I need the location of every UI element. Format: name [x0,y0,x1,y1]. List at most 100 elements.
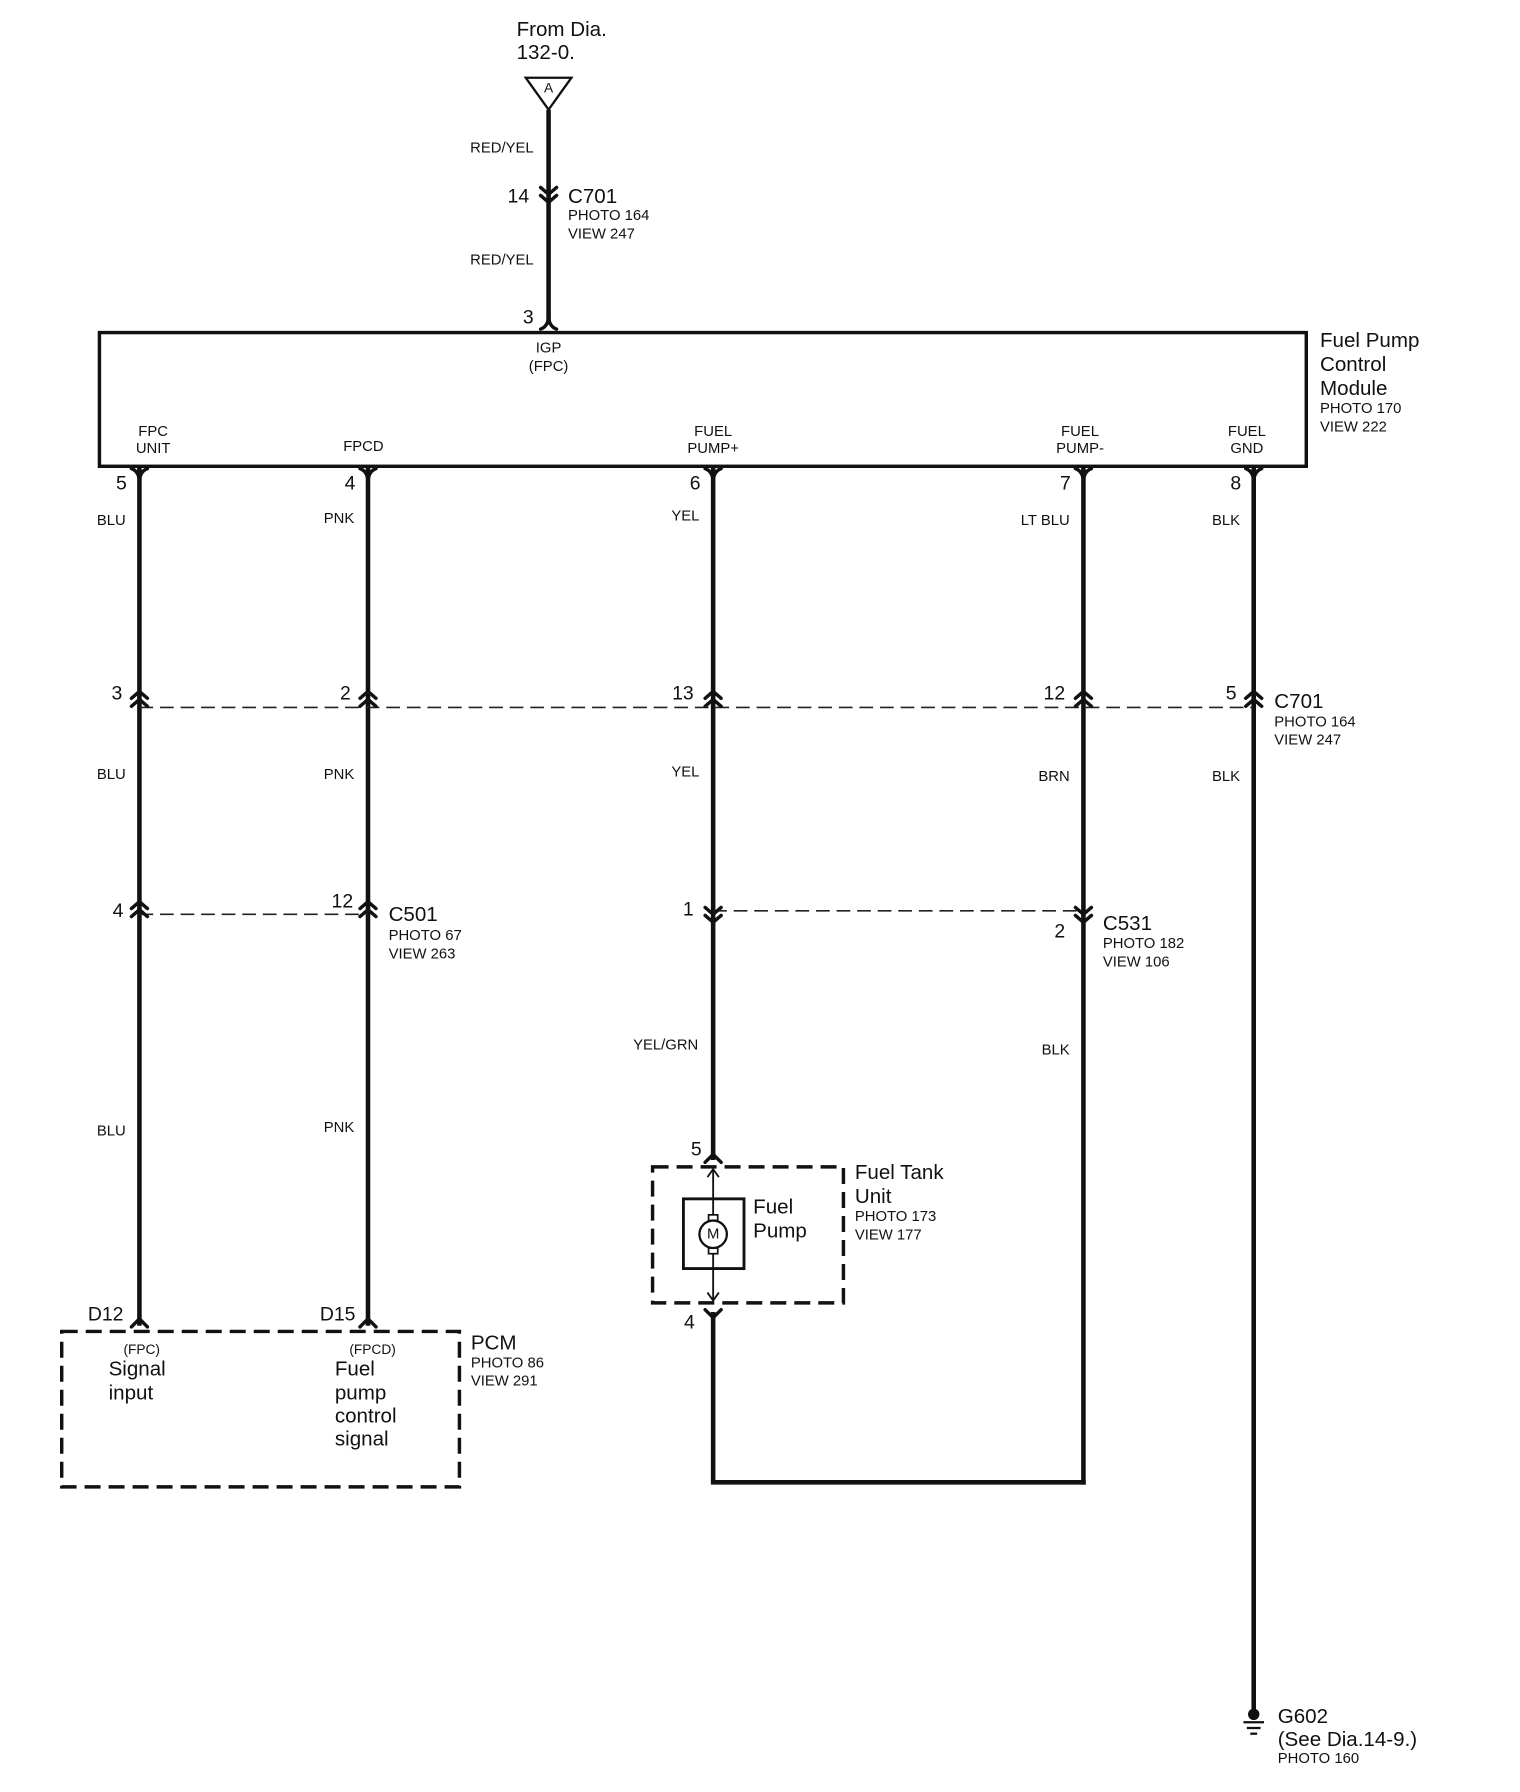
pcm-view: VIEW 291 [471,1374,538,1390]
terminal-label-fuel-gnd-2: GND [1230,441,1263,457]
terminal-label-fpcd: FPCD [343,439,384,455]
c501-photo: PHOTO 67 [389,928,462,944]
module-input-label: IGP [536,341,562,357]
fuel-tank-unit-name-2: Unit [855,1185,892,1208]
c701-name: C701 [1274,690,1323,713]
c701-pin-fpcd: 2 [340,683,351,705]
wire-color-upper-gnd: BLK [1212,513,1240,529]
fuel-tank-pin-out: 4 [684,1311,695,1333]
c701-pin-pump-minus: 12 [1044,683,1066,705]
pcm-photo: PHOTO 86 [471,1355,544,1371]
terminal-label-fpc-unit-2: UNIT [136,441,171,457]
wire-color-lower-pump-minus: BLK [1042,1042,1070,1058]
c531-name: C531 [1103,912,1152,935]
wire-color-upper-pump-minus: LT BLU [1021,513,1070,529]
fuel-tank-unit-box [650,1165,846,1305]
module-view: VIEW 222 [1320,419,1387,435]
module-pin-fuel-gnd: 8 [1230,472,1241,494]
terminal-label-fuel-pump-plus-2: PUMP+ [687,441,739,457]
terminal-label-fpc-unit-1: FPC [138,424,168,440]
module-input-pin: 3 [523,307,534,329]
pcm-pin-d12: D12 [88,1303,124,1325]
feed-connector-photo: PHOTO 164 [568,208,649,224]
c531-pin-pump-plus: 1 [683,899,694,921]
fuel-pump-label-2: Pump [753,1219,807,1242]
c531-pin-pump-minus: 2 [1054,920,1065,942]
fuel-tank-unit-name-1: Fuel Tank [855,1161,944,1184]
c531-photo: PHOTO 182 [1103,936,1184,952]
feed-connector-name: C701 [568,185,617,208]
terminal-label-fuel-pump-plus-1: FUEL [694,424,732,440]
ground-icon [1243,1708,1264,1735]
ground-ref: (See Dia.14-9.) [1278,1728,1417,1751]
wire-color-middle-pump-plus: YEL [671,765,699,781]
c531-view: VIEW 106 [1103,954,1170,970]
c501-name: C501 [389,903,438,926]
module-name-line1: Fuel Pump [1320,329,1419,352]
wire-color-upper-fpcd: PNK [324,511,355,527]
module-name-line3: Module [1320,377,1387,400]
c501-view: VIEW 263 [389,946,456,962]
feed-connector-pin: 14 [508,186,530,208]
source-ref-line2: 132-0. [517,41,575,64]
c501-pin-fpcd: 12 [332,891,354,913]
terminal-label-fuel-gnd-1: FUEL [1228,424,1266,440]
fuel-pump-control-module-box [97,330,1308,468]
module-pin-fuel-pump-plus: 6 [690,472,701,494]
fuel-tank-internal-arrow-bottom [706,1292,720,1303]
pcm-terminal-code-fpc: (FPC) [123,1342,160,1357]
wire-color-middle-fpc: BLU [97,767,126,783]
pcm-terminal-desc-fpc-2: input [109,1382,154,1405]
source-connector-letter: A [544,81,554,96]
wire-fuel-pump-return [710,1312,1086,1485]
pcm-terminal-desc-fpc-1: Signal [109,1358,166,1381]
wire-color-lower-fpc: BLU [97,1123,126,1139]
c701-pin-pump-plus: 13 [672,683,694,705]
wire-color-upper-fpc: BLU [97,513,126,529]
c701-view: VIEW 247 [1274,733,1341,749]
pcm-terminal-desc-fpcd-4: signal [335,1427,389,1450]
feed-connector-view: VIEW 247 [568,226,635,242]
ground-name: G602 [1278,1705,1328,1728]
module-input-sublabel: (FPC) [529,359,569,375]
fuel-tank-unit-photo: PHOTO 173 [855,1209,936,1225]
wire-color-lower-pump-plus: YEL/GRN [633,1038,698,1054]
pcm-terminal-desc-fpcd-1: Fuel [335,1358,375,1381]
pcm-pin-d15: D15 [320,1303,356,1325]
pcm-box [60,1329,462,1489]
c701-photo: PHOTO 164 [1274,714,1355,730]
source-ref-line1: From Dia. [517,18,607,41]
wire-color-lower-fpcd: PNK [324,1120,355,1136]
ground-photo: PHOTO 160 [1278,1751,1359,1767]
module-photo: PHOTO 170 [1320,401,1401,417]
wire-color-middle-gnd: BLK [1212,769,1240,785]
fuel-pump-motor-letter: M [707,1226,719,1242]
fuel-tank-unit-view: VIEW 177 [855,1227,922,1243]
feed-wire-color-lower: RED/YEL [470,253,534,269]
wire-color-middle-fpcd: PNK [324,767,355,783]
fuel-tank-pin-in: 5 [691,1139,702,1161]
fuel-pump-label-1: Fuel [753,1195,793,1218]
c701-pin-gnd: 5 [1226,683,1237,705]
pcm-name: PCM [471,1331,517,1354]
terminal-label-fuel-pump-minus-1: FUEL [1061,424,1099,440]
fuel-pump-motor-icon [698,1219,728,1250]
pcm-terminal-desc-fpcd-3: control [335,1405,397,1428]
fuel-pump-box [682,1197,746,1270]
module-pin-fpcd: 4 [345,472,356,494]
wire-color-upper-pump-plus: YEL [671,509,699,525]
pcm-terminal-code-fpcd: (FPCD) [349,1342,395,1357]
wire-color-middle-pump-minus: BRN [1038,769,1069,785]
module-pin-fuel-pump-minus: 7 [1060,472,1071,494]
module-name-line2: Control [1320,353,1386,376]
c501-pin-fpc: 4 [113,900,124,922]
feed-wire-color-upper: RED/YEL [470,141,534,157]
module-pin-fpc-unit: 5 [116,472,127,494]
source-connector-triangle [523,76,574,112]
terminal-label-fuel-pump-minus-2: PUMP- [1056,441,1104,457]
pcm-terminal-desc-fpcd-2: pump [335,1382,386,1405]
c701-pin-fpc: 3 [111,683,122,705]
fuel-tank-internal-arrow-top [706,1167,720,1178]
